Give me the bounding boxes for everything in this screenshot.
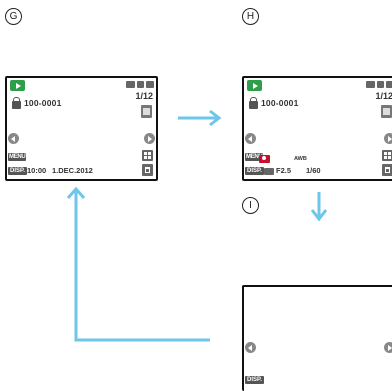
recording-mode-icon	[259, 155, 270, 163]
next-image-button[interactable]	[384, 133, 392, 144]
time-display: 10:00	[27, 166, 47, 175]
frame-count: 1/12	[375, 91, 392, 101]
folder-file-number: 100-0001	[24, 98, 62, 108]
menu-button[interactable]: MENU	[8, 153, 27, 161]
status-icons	[126, 81, 154, 88]
arrow-g-to-h	[178, 109, 222, 127]
protect-icon	[249, 97, 258, 109]
folder-file-number: 100-0001	[261, 98, 299, 108]
screen-h: 100-0001 1/12 MENU AWB DISP. F2.5 1/60	[242, 76, 392, 181]
next-image-button[interactable]	[384, 342, 392, 353]
favorite-thumbnail-button[interactable]	[141, 105, 152, 118]
previous-image-button[interactable]	[245, 342, 256, 353]
battery-icon	[146, 81, 154, 88]
disp-button[interactable]: DISP.	[245, 167, 264, 175]
quality-icon	[137, 81, 144, 88]
date-display: 1.DEC.2012	[52, 166, 93, 175]
previous-image-button[interactable]	[8, 133, 19, 144]
label-g: G	[5, 8, 22, 25]
disp-button[interactable]: DISP.	[8, 167, 27, 175]
screen-i: DISP.	[242, 285, 392, 391]
status-icons	[366, 81, 392, 88]
previous-image-button[interactable]	[245, 133, 256, 144]
multi-playback-button[interactable]	[142, 150, 153, 161]
delete-button[interactable]	[382, 164, 392, 176]
frame-count: 1/12	[135, 91, 153, 101]
arrow-h-to-i	[310, 192, 328, 222]
battery-icon	[386, 81, 392, 88]
quality-icon	[377, 81, 384, 88]
shutter-speed-value: 1/60	[306, 166, 321, 175]
playback-icon[interactable]	[247, 80, 262, 91]
white-balance-text: AWB	[294, 156, 307, 162]
iso-icon	[264, 168, 274, 175]
protect-icon	[12, 97, 21, 109]
label-h: H	[242, 8, 259, 25]
label-i: I	[242, 197, 259, 214]
picture-size-icon	[126, 81, 135, 88]
screen-g: 100-0001 1/12 MENU DISP. 10:00 1.DEC.201…	[5, 76, 158, 181]
delete-button[interactable]	[142, 164, 153, 176]
playback-icon[interactable]	[10, 80, 25, 91]
aperture-value: F2.5	[276, 166, 292, 175]
menu-button[interactable]: MENU	[245, 153, 264, 161]
next-image-button[interactable]	[144, 133, 155, 144]
multi-playback-button[interactable]	[382, 150, 392, 161]
disp-button[interactable]: DISP.	[245, 376, 264, 384]
favorite-thumbnail-button[interactable]	[381, 105, 392, 118]
picture-size-icon	[366, 81, 375, 88]
arrow-i-to-g	[66, 186, 210, 342]
